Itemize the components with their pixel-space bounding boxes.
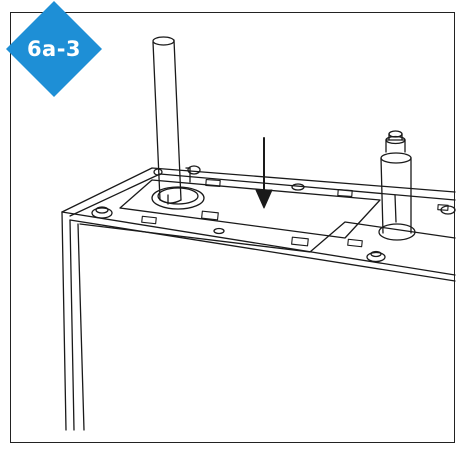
step-badge — [6, 1, 102, 97]
step-label: 6a-3 — [26, 37, 82, 61]
tray-edge — [119, 179, 381, 239]
cabinet-top-panel — [61, 167, 456, 282]
screws — [91, 205, 456, 263]
right-post — [378, 130, 416, 241]
down-arrow-icon — [255, 137, 273, 209]
tray-holes — [153, 165, 305, 235]
left-rod — [151, 36, 205, 210]
tray-slots — [141, 178, 449, 248]
step-badge-diamond — [6, 1, 102, 97]
cabinet-body — [61, 211, 85, 431]
